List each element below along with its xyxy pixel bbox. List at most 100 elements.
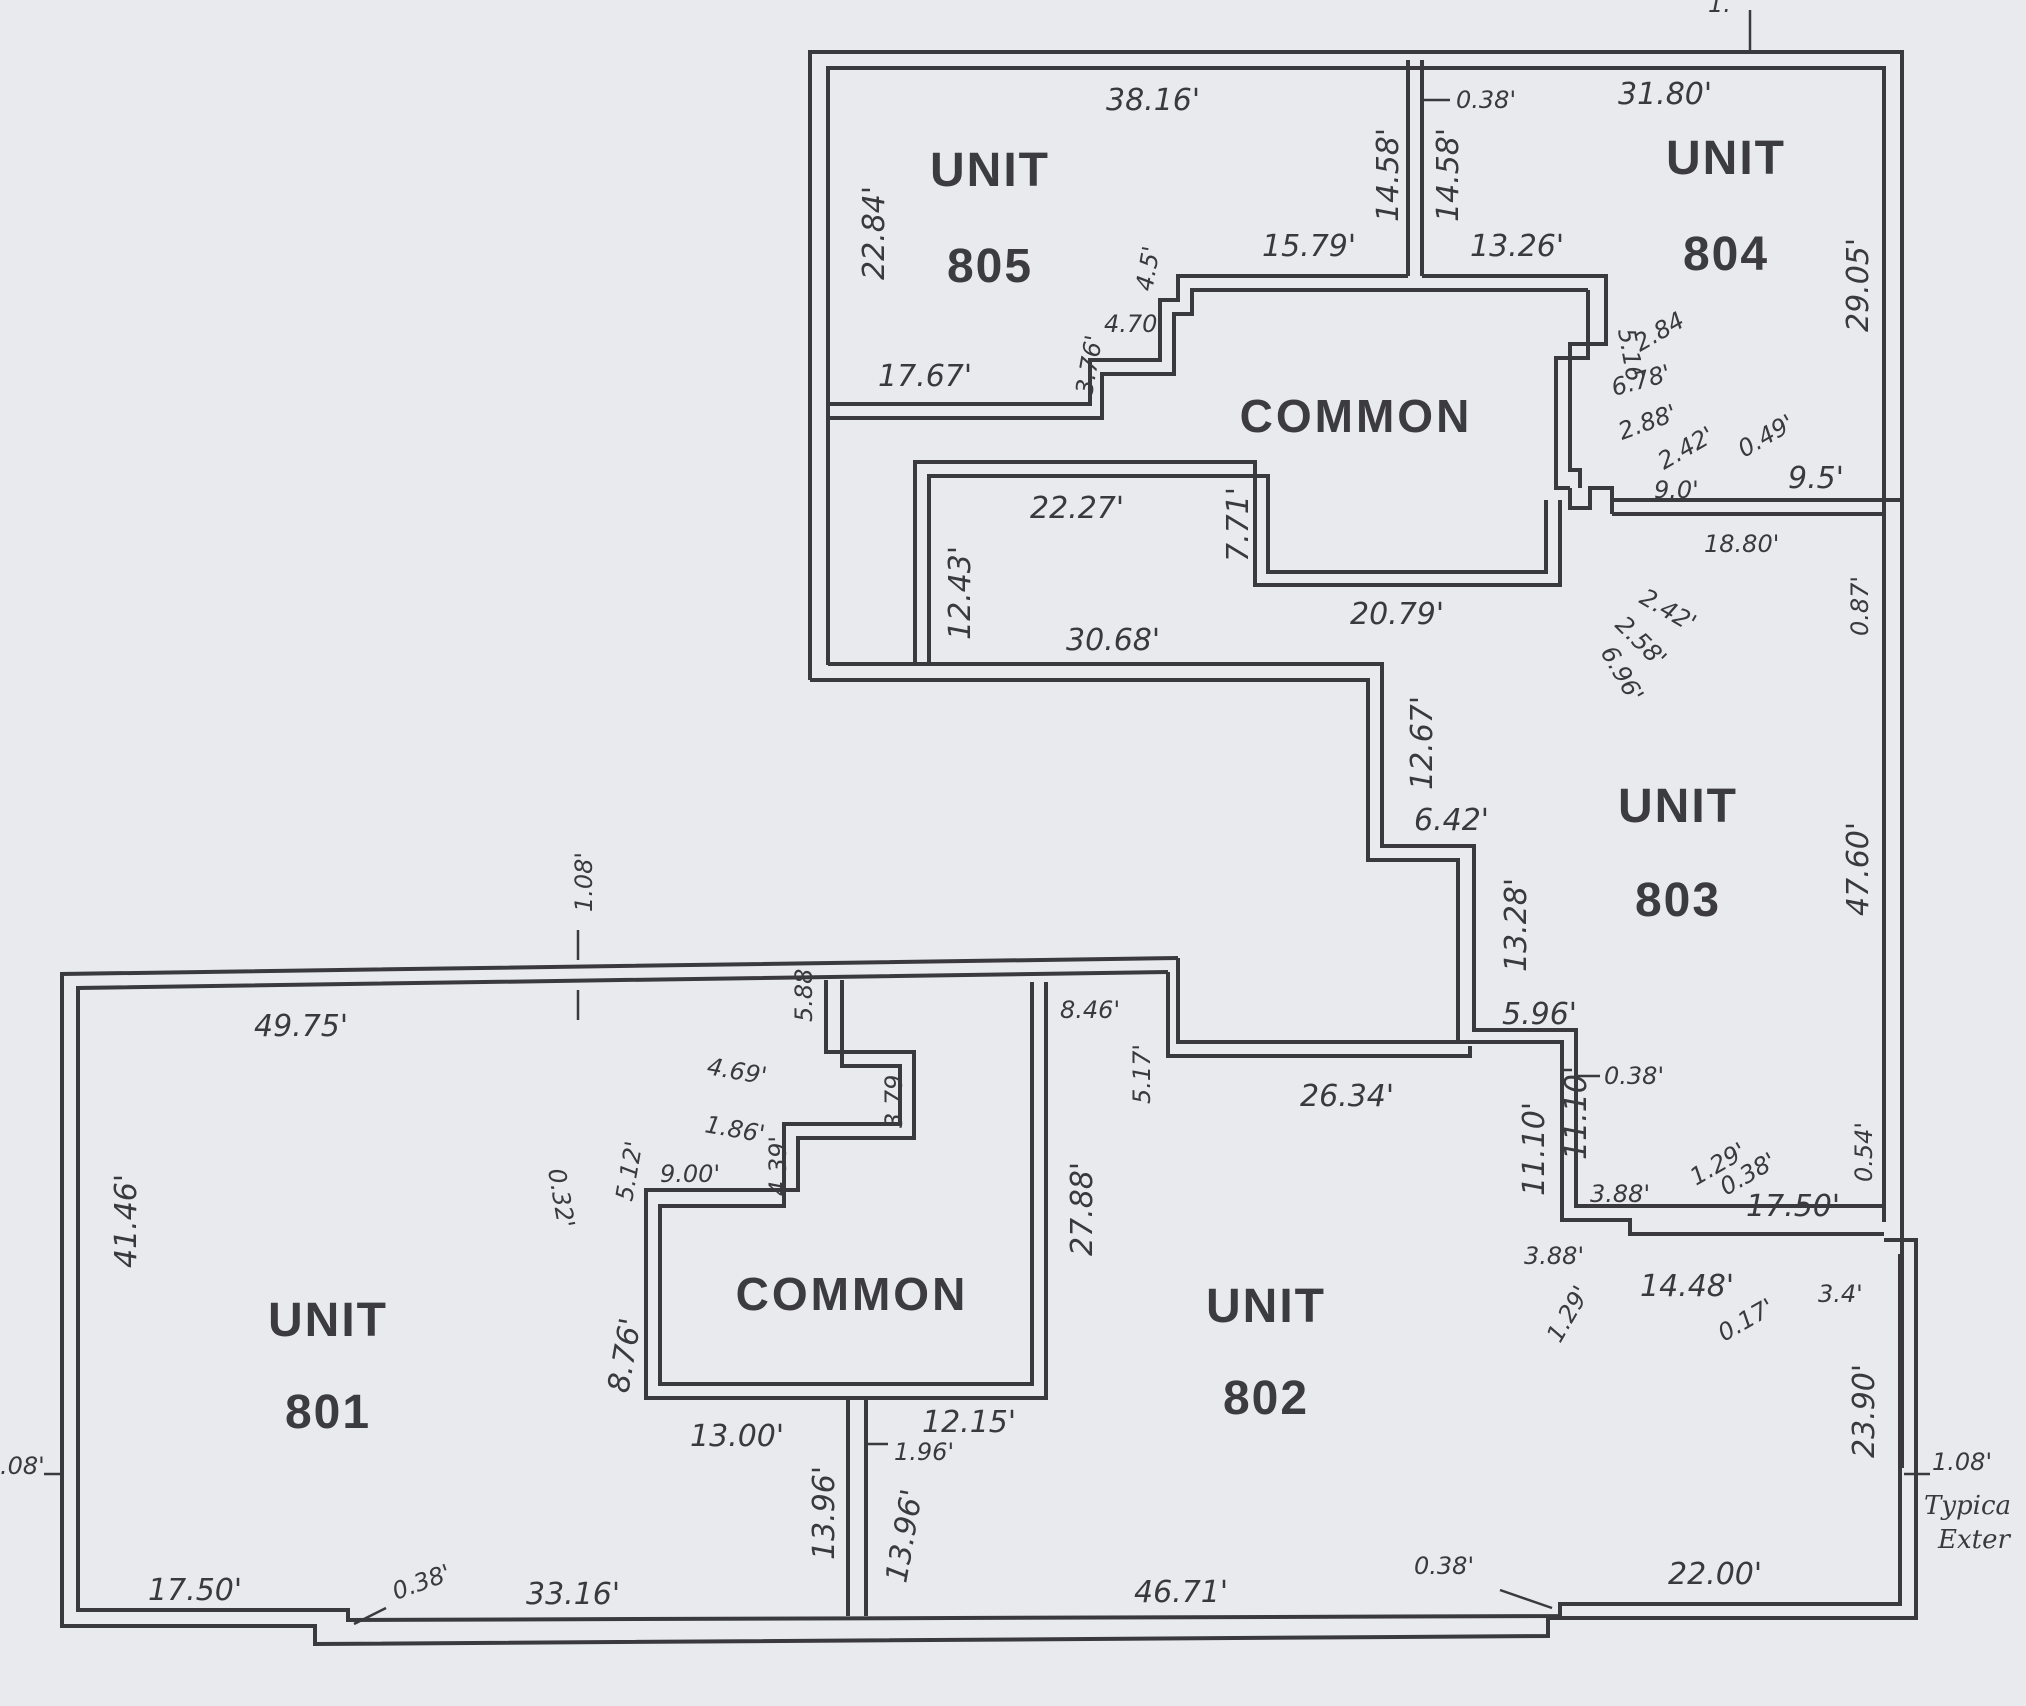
dim-2-88: 2.88' xyxy=(1614,399,1680,446)
dim-9-5: 9.5' xyxy=(1788,461,1844,496)
upper-outer-wall xyxy=(808,50,1904,1468)
dim-0-49: 0.49' xyxy=(1733,409,1799,463)
dim-22-00: 22.00' xyxy=(1668,1557,1762,1592)
unit-805-number: 805 xyxy=(947,240,1033,293)
dim-8-76: 8.76' xyxy=(601,1315,649,1395)
unit-805-title: UNIT xyxy=(930,144,1050,197)
upper-common-box xyxy=(913,460,1562,664)
dim-13-96-a: 13.96' xyxy=(807,1466,842,1560)
arrow-0-38-c xyxy=(353,1606,387,1626)
dim-1-08-right: 1.08' xyxy=(1932,1448,1992,1476)
dim-13-00: 13.00' xyxy=(690,1419,784,1454)
lower-common-wall xyxy=(644,980,1048,1400)
dim-23-90: 23.90' xyxy=(1847,1364,1882,1458)
dim-0-54: 0.54' xyxy=(1850,1122,1878,1182)
dim-26-34: 26.34' xyxy=(1300,1079,1394,1114)
dim-0-38-top: 0.38' xyxy=(1456,86,1516,114)
dim-4-69: 4.69' xyxy=(705,1052,769,1090)
lower-outer-wall xyxy=(60,956,1918,1647)
exterior-wall-note: Typica Exter xyxy=(1924,1491,2011,1555)
dim-46-71: 46.71' xyxy=(1134,1575,1228,1610)
dim-0-38-c: 0.38' xyxy=(388,1559,454,1606)
unit-804-number: 804 xyxy=(1683,228,1769,281)
upper-building-walls xyxy=(808,50,1904,1468)
dim-22-84: 22.84' xyxy=(857,186,892,280)
dim-15-79: 15.79' xyxy=(1262,229,1356,264)
dim-17-50-a: 17.50' xyxy=(1746,1189,1840,1224)
dim-9-0: 9.0' xyxy=(1654,476,1699,504)
dim-1-top: 1. xyxy=(1708,0,1731,18)
unit-802-label: UNIT 802 xyxy=(1206,1280,1326,1425)
dim-12-43: 12.43' xyxy=(943,546,978,640)
unit-801-title: UNIT xyxy=(268,1294,388,1347)
dim-17-67: 17.67' xyxy=(878,359,972,394)
dim-0-38-d: 0.38' xyxy=(1414,1552,1474,1580)
dim-11-10-a: 11.10' xyxy=(1517,1102,1552,1196)
dimension-labels: 38.16' 0.38' 31.80' 1. 22.84' 14.58' 14.… xyxy=(0,0,1992,1612)
dim-14-58-a: 14.58' xyxy=(1371,128,1406,222)
corridor-wall-right xyxy=(828,662,1884,1208)
unit-802-number: 802 xyxy=(1223,1372,1309,1425)
dim-14-58-b: 14.58' xyxy=(1431,128,1466,222)
dim-4-70: 4.70' xyxy=(1104,310,1164,338)
step-802-803 xyxy=(1176,958,1458,1044)
unit-803-label: UNIT 803 xyxy=(1618,780,1736,927)
dim-29-05: 29.05' xyxy=(1841,238,1876,332)
dim-0-87: 0.87' xyxy=(1846,576,1874,636)
dim-5-88: 5.88 xyxy=(790,969,818,1022)
dim-3-88-a: 3.88' xyxy=(1590,1180,1650,1208)
dim-6-42: 6.42' xyxy=(1414,803,1489,838)
lower-common-label: COMMON xyxy=(736,1268,969,1320)
unit-804-inner-wall xyxy=(1422,274,1608,488)
dim-31-80: 31.80' xyxy=(1618,77,1712,112)
arrow-0-38-d xyxy=(1499,1588,1553,1610)
lower-inner-wall xyxy=(76,970,1902,1623)
dim-3-79: 3.79 xyxy=(880,1075,908,1128)
dim-11-10-b: 11.10' xyxy=(1559,1066,1594,1160)
dim-38-16: 38.16' xyxy=(1106,83,1200,118)
dim-49-75: 49.75' xyxy=(254,1009,348,1044)
upper-common-box-b xyxy=(927,474,1548,664)
dim-0-32: 0.32' xyxy=(542,1166,580,1230)
unit-805-bottom-wall-b xyxy=(828,288,1588,420)
unit-801-number: 801 xyxy=(285,1386,371,1439)
dim-3-88-b: 3.88' xyxy=(1524,1242,1584,1270)
dim-27-88: 27.88' xyxy=(1065,1162,1100,1256)
dim-5-96: 5.96' xyxy=(1502,997,1577,1032)
unit-801-label: UNIT 801 xyxy=(268,1294,388,1439)
dim-8-46: 8.46' xyxy=(1060,996,1120,1024)
unit-804-label: UNIT 804 xyxy=(1666,132,1786,281)
step-802-803-b xyxy=(1166,972,1472,1058)
dim-7-71: 7.71' xyxy=(1221,487,1256,562)
unit-804-inner-wall-b xyxy=(1554,290,1590,490)
dim-47-60: 47.60' xyxy=(1841,822,1876,916)
upper-common-label: COMMON xyxy=(1240,390,1473,442)
dim-08-left: .08' xyxy=(0,1452,45,1480)
dim-12-15: 12.15' xyxy=(922,1405,1016,1440)
dim-1-29-b: 1.29' xyxy=(1541,1281,1595,1347)
dim-1-96: 1.96' xyxy=(894,1438,954,1466)
dim-41-46: 41.46' xyxy=(109,1174,144,1268)
dim-3-4: 3.4' xyxy=(1818,1280,1863,1308)
dim-18-80: 18.80' xyxy=(1704,530,1779,558)
dim-4-39: 4.39' xyxy=(764,1136,792,1196)
dim-12-67: 12.67' xyxy=(1405,696,1440,790)
lower-common-wall-b xyxy=(658,980,1034,1386)
dim-13-26: 13.26' xyxy=(1470,229,1564,264)
dim-4-5: 4.5' xyxy=(1130,244,1165,293)
dim-6-78: 6.78' xyxy=(1608,359,1673,402)
lower-building-walls xyxy=(60,956,1918,1647)
unit-802-title: UNIT xyxy=(1206,1280,1326,1333)
dim-9-00: 9.00' xyxy=(660,1160,720,1188)
dim-14-48: 14.48' xyxy=(1640,1269,1734,1304)
unit-804-title: UNIT xyxy=(1666,132,1786,185)
dim-13-96-b: 13.96' xyxy=(879,1487,930,1586)
dim-5-12: 5.12' xyxy=(610,1139,648,1203)
note-exterior: Exter xyxy=(1937,1525,2011,1555)
dim-13-28: 13.28' xyxy=(1499,878,1534,972)
dim-20-79: 20.79' xyxy=(1350,597,1444,632)
unit-805-bottom-wall xyxy=(828,274,1408,406)
dim-33-16: 33.16' xyxy=(526,1577,620,1612)
upper-inner-wall xyxy=(826,66,1886,1222)
